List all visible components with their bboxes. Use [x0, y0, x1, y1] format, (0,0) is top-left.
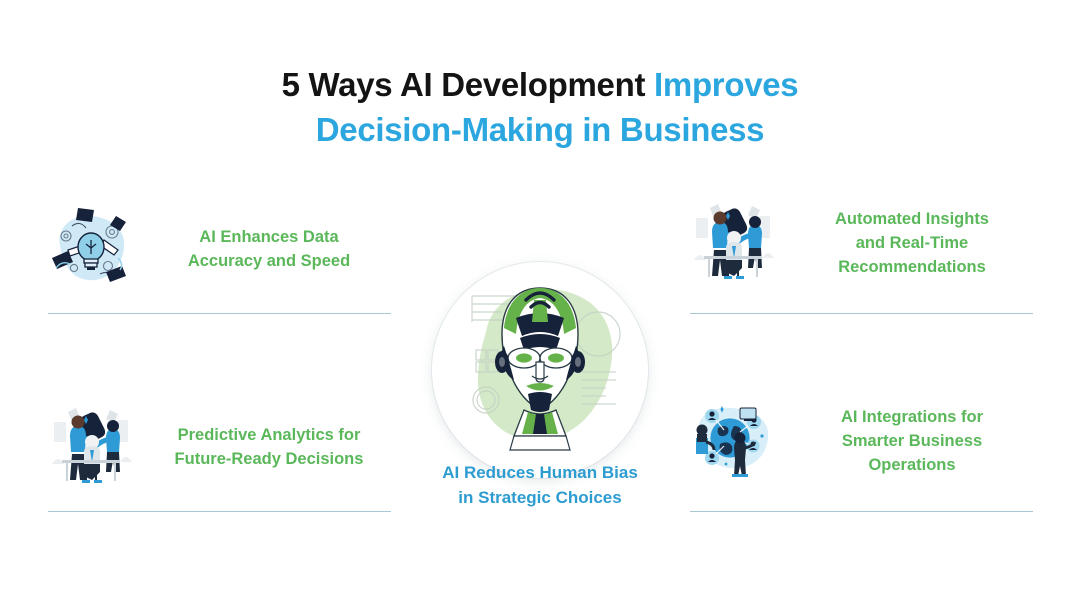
center-feature[interactable]: AI Reduces Human Bias in Strategic Choic… [432, 262, 648, 507]
title-line-1: 5 Ways AI Development Improves [0, 62, 1080, 107]
title-line-1-accent: Improves [654, 66, 799, 103]
team-meeting-icon [690, 200, 776, 286]
item-label-automated: Automated Insights and Real-Time Recomme… [834, 210, 989, 276]
item-label-predictive: Predictive Analytics for Future-Ready De… [174, 426, 364, 468]
item-label-integrations: AI Integrations for Smarter Business Ope… [840, 408, 984, 474]
ai-robot-face-icon [432, 262, 648, 478]
lightbulb-innovation-icon [48, 206, 134, 292]
divider-right-top [690, 313, 1033, 314]
item-ai-enhances-data-accuracy-and-speed[interactable]: AI Enhances Data Accuracy and Speed [48, 206, 392, 292]
item-predictive-analytics-for-future-ready-decisions[interactable]: Predictive Analytics for Future-Ready De… [48, 404, 392, 490]
global-network-icon [690, 398, 776, 484]
title-line-1-dark: 5 Ways AI Development [281, 66, 655, 103]
item-automated-insights-and-real-time-recommendations[interactable]: Automated Insights and Real-Time Recomme… [690, 200, 1034, 286]
divider-left-bottom [48, 511, 391, 512]
divider-left-top [48, 313, 391, 314]
item-ai-integrations-for-smarter-business-operations[interactable]: AI Integrations for Smarter Business Ope… [690, 398, 1034, 484]
team-meeting-icon [48, 404, 134, 490]
item-label-accuracy: AI Enhances Data Accuracy and Speed [187, 228, 351, 270]
center-label: AI Reduces Human Bias in Strategic Choic… [442, 463, 638, 507]
divider-right-bottom [690, 511, 1033, 512]
title-line-2: Decision-Making in Business [315, 111, 765, 148]
page-title: 5 Ways AI Development Improves Decision-… [0, 62, 1080, 152]
